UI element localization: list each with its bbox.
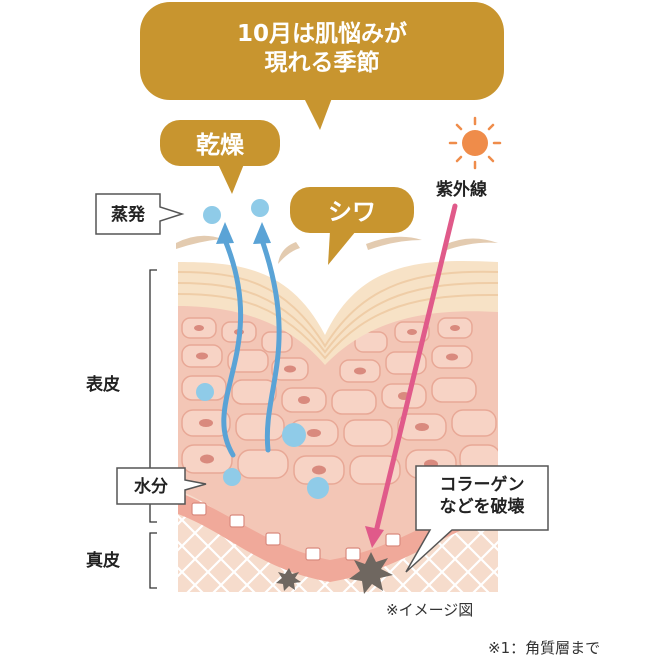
uv-label: 紫外線 bbox=[436, 180, 487, 200]
water-arrow-head-2 bbox=[253, 222, 271, 244]
uv-arrow-head bbox=[365, 526, 384, 548]
suibun-box-shape bbox=[116, 467, 207, 505]
kansou-label: 乾燥 bbox=[196, 131, 244, 159]
stratum-corneum bbox=[178, 260, 498, 365]
dry-flakes bbox=[176, 235, 498, 264]
water-arrows bbox=[221, 237, 282, 458]
jouhatsu-label: 蒸発 bbox=[111, 205, 145, 225]
collagen-label: コラーゲン などを破壊 bbox=[416, 474, 548, 518]
title-line-2: 現れる季節 bbox=[264, 49, 380, 76]
layer-label-dermis: 真皮 bbox=[86, 551, 120, 571]
water-droplets bbox=[196, 199, 329, 499]
image-note: ※イメージ図 bbox=[386, 601, 474, 619]
uv-ray bbox=[373, 203, 458, 535]
title-bubble-text: 10月は肌悩みが 現れる季節 bbox=[140, 20, 504, 78]
layer-label-epidermis: 表皮 bbox=[86, 375, 120, 395]
sun-icon bbox=[448, 116, 502, 170]
collagen-box-shape bbox=[405, 465, 549, 573]
kansou-bubble-shape bbox=[160, 120, 280, 166]
damage-star-large-icon bbox=[349, 552, 393, 594]
suibun-label: 水分 bbox=[134, 477, 168, 497]
collagen-line-1: コラーゲン bbox=[439, 475, 525, 495]
title-bubble-shape bbox=[140, 2, 504, 100]
jouhatsu-box-shape bbox=[95, 193, 185, 235]
shiwa-label: シワ bbox=[328, 198, 376, 226]
water-arrow-head-1 bbox=[216, 222, 234, 244]
footnote: ※1：角質層まで bbox=[488, 639, 601, 657]
layer-brackets bbox=[149, 269, 157, 589]
damage-star-small-icon bbox=[276, 568, 301, 591]
shiwa-bubble-shape bbox=[290, 187, 414, 233]
title-line-1: 10月は肌悩みが bbox=[236, 21, 407, 47]
collagen-line-2: などを破壊 bbox=[439, 497, 525, 518]
